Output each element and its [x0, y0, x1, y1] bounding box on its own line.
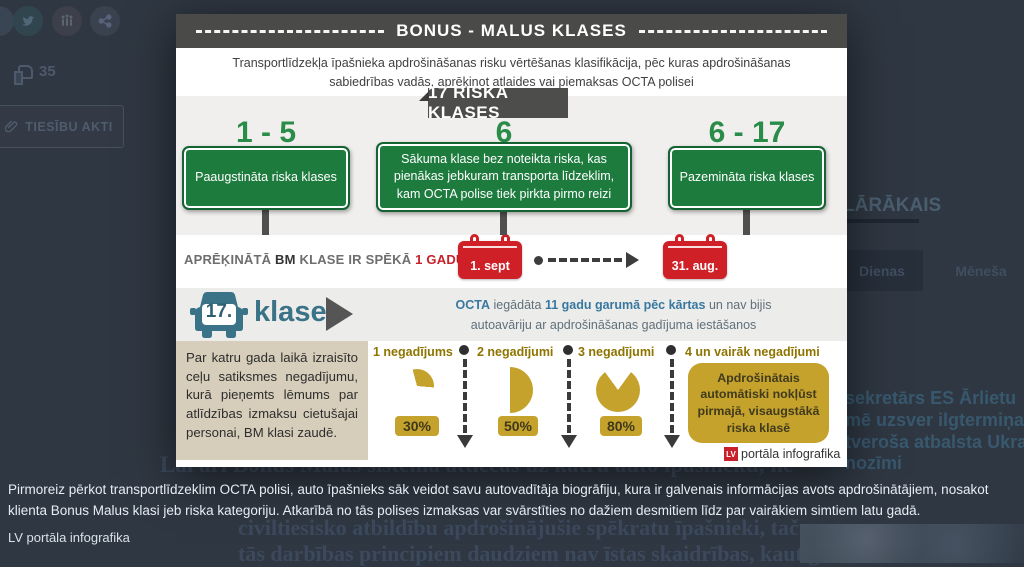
draugiem-share-button[interactable] — [52, 6, 82, 36]
down-dashed-arrow — [463, 359, 467, 433]
risk-classes-badge: 17 RISKA KLASES — [419, 83, 568, 122]
calendar-end-icon: 31. aug. — [663, 234, 727, 279]
infographic-subtitle: Transportlīdzekļa īpašnieka apdrošināšan… — [232, 56, 791, 90]
sidebar-heading-underline — [841, 219, 919, 223]
validity-mid: KLASE IR SPĒKĀ — [299, 252, 412, 267]
example-text-part: un nav bijis — [708, 298, 772, 312]
social-button-partial[interactable] — [0, 6, 14, 36]
background-headline-line: mē uzsver ilgtermiņa un — [845, 410, 1024, 430]
sign-low-risk: Pazemināta riska klases — [668, 146, 826, 210]
tiesibu-akti-label: TIESĪBU AKTI — [25, 119, 113, 134]
accident-label-1: 1 negadījums — [373, 345, 453, 359]
pin-dot — [459, 345, 469, 355]
thumbs-up-icon — [14, 64, 33, 85]
down-dashed-arrow — [670, 359, 674, 433]
background-article-line: civiltiesisko atbildību apdrošinājušie s… — [238, 515, 850, 540]
discount-value-2: 50% — [498, 416, 538, 436]
validity-duration: 1 GADU — [415, 252, 466, 267]
share-icon — [98, 14, 112, 28]
down-arrowhead — [561, 435, 577, 448]
timeline-dashed-line — [548, 258, 622, 262]
dashed-line-left — [196, 29, 385, 33]
pie-80-percent — [596, 368, 640, 412]
tiesibu-akti-button[interactable]: TIESĪBU AKTI — [0, 105, 124, 148]
sign-start-class: Sākuma klase bez noteikta riska, kas pie… — [376, 142, 632, 212]
sign-high-risk: Paaugstināta riska klases — [182, 146, 350, 210]
example-years: 11 gadu garumā pēc kārtas — [544, 298, 706, 312]
validity-bm: BM — [275, 252, 296, 267]
background-headline-line: sekretārs ES Ārlietu — [845, 388, 1017, 408]
validity-text: APRĒĶINĀTĀ BM KLASE IR SPĒKĀ 1 GADU — [184, 252, 466, 267]
calendar-ring — [706, 234, 715, 246]
example-class-number: 17. — [205, 301, 233, 322]
timeline-dot — [534, 256, 543, 265]
example-text-line2: autoavāriju ar apdrošināšanas gadījuma i… — [470, 318, 757, 332]
tab-month[interactable]: Mēneša — [955, 262, 1007, 279]
sign-post — [743, 210, 750, 235]
infographic-lightbox: BONUS - MALUS KLASES Transportlīdzekļa ī… — [176, 14, 847, 467]
like-button[interactable]: 35 — [14, 63, 56, 85]
calendar-ring — [470, 234, 479, 246]
class-range-low: 6 - 17 — [708, 116, 786, 149]
discount-value-3: 80% — [600, 416, 642, 436]
calendar-start-icon: 1. sept — [458, 234, 522, 279]
sign-post — [500, 212, 507, 235]
right-arrow-icon — [326, 297, 353, 331]
lightbox-caption-credit: LV portāla infografika — [8, 530, 130, 545]
calendar-ring — [675, 234, 684, 246]
down-dashed-arrow — [567, 359, 571, 433]
class-range-start: 6 — [495, 116, 513, 149]
sign-post — [262, 210, 269, 235]
discount-value-1: 30% — [395, 416, 439, 436]
highest-risk-note: Apdrošinātais automātiski nokļūst pirmaj… — [688, 363, 829, 443]
car-icon — [190, 291, 248, 338]
calendar-end-date: 31. aug. — [671, 259, 719, 273]
lv-logo: LV — [724, 447, 738, 461]
twitter-icon — [22, 16, 34, 26]
validity-prefix: APRĒĶINĀTĀ — [184, 252, 272, 267]
twitter-share-button[interactable] — [13, 6, 43, 36]
timeline-arrowhead — [626, 252, 639, 268]
example-description: OCTA iegādāta 11 gadu garumā pēc kārtas … — [391, 295, 836, 335]
pin-dot — [563, 345, 573, 355]
share-button[interactable] — [90, 6, 120, 36]
article-photo-thumbnail[interactable] — [800, 524, 1024, 563]
infographic-credit-text: portāla infografika — [741, 447, 841, 461]
example-row — [176, 288, 847, 341]
sidebar-popular-heading: LĀRĀKAIS — [843, 195, 942, 216]
paperclip-icon — [5, 120, 18, 133]
accident-label-2: 2 negadījumi — [477, 345, 554, 359]
infographic-credit: LV portāla infografika — [722, 445, 843, 463]
class-range-high: 1 - 5 — [235, 116, 297, 149]
pie-30-percent — [400, 369, 434, 403]
calendar-start-date: 1. sept — [470, 259, 510, 273]
tab-day[interactable]: Dienas — [841, 250, 923, 291]
accident-label-4: 4 un vairāk negadījumi — [685, 345, 820, 359]
example-class-label: klase — [254, 296, 327, 328]
background-headline-line: tveroša atbalsta Ukraina — [845, 432, 1024, 452]
dashed-line-right — [638, 29, 827, 33]
pin-dot — [666, 345, 676, 355]
calendar-ring — [501, 234, 510, 246]
down-arrowhead — [664, 435, 680, 448]
down-arrowhead — [457, 435, 473, 448]
pie-50-percent — [487, 367, 533, 413]
example-octa: OCTA — [455, 298, 491, 312]
background-headline-line: nozīmi — [845, 453, 902, 473]
like-count: 35 — [39, 63, 56, 80]
background-article-line: tās darbības principiem daudziem nav īst… — [238, 541, 843, 566]
lightbox-caption: Pirmoreiz pērkot transportlīdzeklim OCTA… — [8, 482, 989, 518]
penalty-note: Par katru gada laikā izraisīto ceļu sati… — [176, 341, 368, 460]
accident-label-3: 3 negadījumi — [578, 345, 655, 359]
draugiem-icon — [61, 14, 73, 26]
infographic-title: BONUS - MALUS KLASES — [396, 21, 627, 40]
example-text-part: iegādāta — [493, 298, 542, 312]
infographic-title-bar: BONUS - MALUS KLASES — [176, 14, 847, 48]
